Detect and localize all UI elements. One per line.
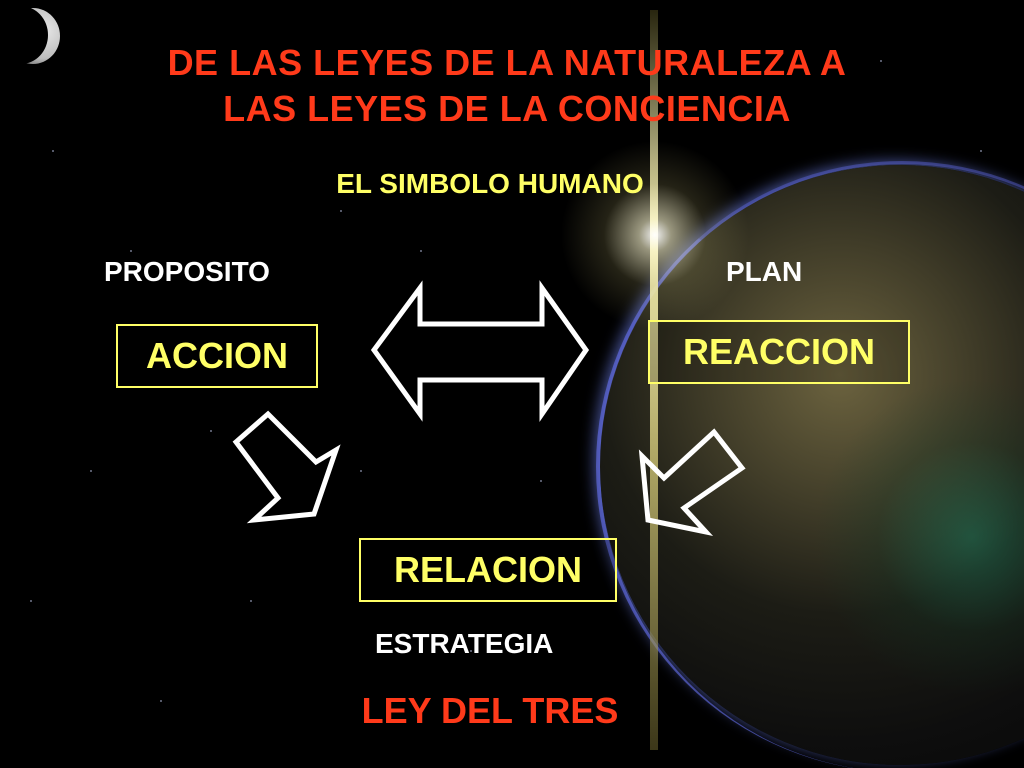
box-accion: ACCION <box>116 324 318 388</box>
star <box>980 150 982 152</box>
label-estrategia: ESTRATEGIA <box>375 628 554 659</box>
label-proposito: PROPOSITO <box>104 256 270 287</box>
star <box>52 150 54 152</box>
sun-flare <box>560 140 750 330</box>
light-beam <box>650 10 658 750</box>
star <box>470 650 472 652</box>
star <box>160 700 162 702</box>
title-line-1: DE LAS LEYES DE LA NATURALEZA A <box>167 42 847 83</box>
star <box>720 110 722 112</box>
footer-ley-del-tres: LEY DEL TRES <box>361 690 619 731</box>
star <box>90 470 92 472</box>
star <box>250 600 252 602</box>
star <box>340 210 342 212</box>
slide-subtitle: EL SIMBOLO HUMANO <box>336 168 644 199</box>
star <box>360 470 362 472</box>
star <box>30 600 32 602</box>
title-line-2: LAS LEYES DE LA CONCIENCIA <box>223 88 791 129</box>
slide-title: DE LAS LEYES DE LA NATURALEZA A LAS LEYE… <box>60 40 954 132</box>
star <box>210 430 212 432</box>
star <box>420 250 422 252</box>
box-reaccion: REACCION <box>648 320 910 384</box>
label-plan: PLAN <box>726 256 803 287</box>
box-relacion: RELACION <box>359 538 617 602</box>
star <box>130 250 132 252</box>
star <box>880 60 882 62</box>
moon-image <box>0 6 60 64</box>
star <box>540 480 542 482</box>
